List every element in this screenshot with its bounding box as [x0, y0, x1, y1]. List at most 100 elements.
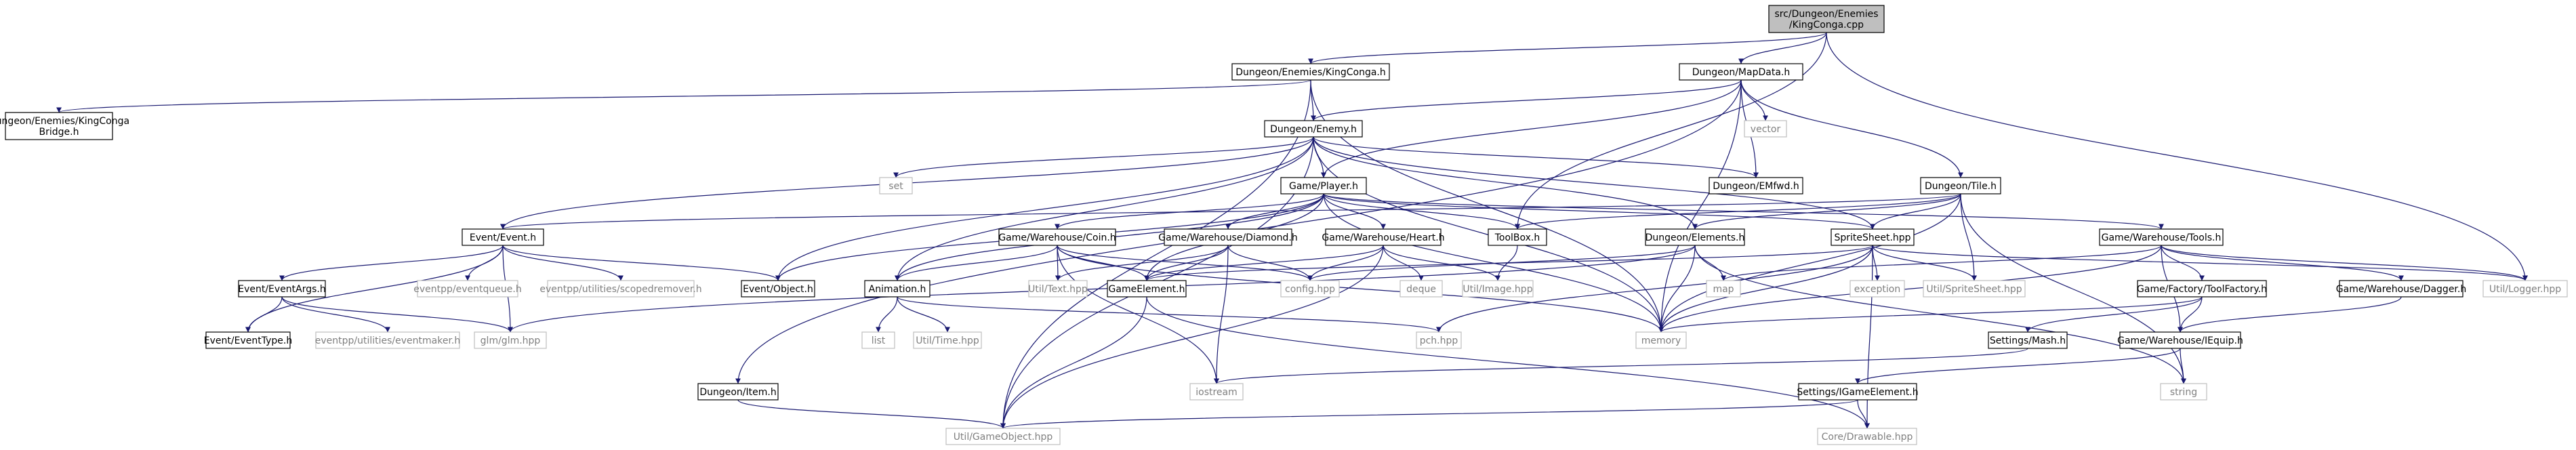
node-game-warehouse-diamond-h[interactable]: Game/Warehouse/Diamond.h: [1158, 228, 1298, 246]
edge-tile-to-string: [1960, 193, 2186, 384]
node-box: [417, 280, 518, 298]
edge-elements-to-map: [1694, 245, 1726, 281]
node-dungeon-enemies-kingconga-h[interactable]: Dungeon/Enemies/KingConga.h: [1231, 63, 1390, 81]
edge-path: [1323, 193, 1875, 230]
node-dungeon-mapdata-h[interactable]: Dungeon/MapData.h: [1679, 63, 1803, 81]
edge-path: [508, 245, 1696, 333]
edge-eventargs-to-eventtype: [245, 296, 283, 333]
node-box: [2339, 280, 2463, 298]
node-label: Util/Text.hpp: [1028, 284, 1088, 295]
edge-path: [1313, 136, 1698, 230]
edge-eventargs-to-glm: [281, 296, 513, 333]
node-string: string: [2160, 383, 2207, 401]
edge-path: [1658, 79, 1742, 333]
edge-path: [1000, 399, 1858, 429]
node-dungeon-enemy-h[interactable]: Dungeon/Enemy.h: [1264, 120, 1363, 138]
node-label: eventpp/utilities/eventmaker.h: [315, 335, 461, 346]
node-game-warehouse-tools-h[interactable]: Game/Warehouse/Tools.h: [2099, 228, 2224, 246]
edge-path: [775, 136, 1314, 281]
edge-mash-to-iostream: [1214, 348, 2028, 384]
node-event-eventtype-h[interactable]: Event/EventType.h: [204, 331, 292, 349]
edge-spritesheet-to-utilsprite: [1872, 245, 1977, 281]
edge-igameelement-to-gameobject: [1000, 399, 1858, 429]
edge-path: [1323, 193, 1386, 230]
node-gameelement-h[interactable]: GameElement.h: [1107, 280, 1187, 298]
edge-tile-to-event: [500, 193, 1961, 230]
node-box: [1280, 177, 1367, 195]
edge-player-to-memory: [1323, 193, 1664, 333]
node-game-warehouse-coin-h[interactable]: Game/Warehouse/Coin.h: [998, 228, 1116, 246]
node-dungeon-elements-h[interactable]: Dungeon/Elements.h: [1645, 228, 1745, 246]
node-settings-igameelement-h[interactable]: Settings/IGameElement.h: [1797, 383, 1919, 401]
node-box: [913, 331, 982, 349]
edge-tools-to-logger: [2161, 245, 2528, 281]
node-label: Game/Factory/ToolFactory.h: [2137, 284, 2267, 295]
node-label: exception: [1854, 284, 1900, 295]
node-set: set: [879, 177, 913, 195]
node-dungeon-item-h[interactable]: Dungeon/Item.h: [697, 383, 779, 401]
node-box: [2482, 280, 2568, 298]
node-animation-h[interactable]: Animation.h: [864, 280, 931, 298]
node-dungeon-emfwd-h[interactable]: Dungeon/EMfwd.h: [1709, 177, 1803, 195]
node-game-factory-toolfactory-h[interactable]: Game/Factory/ToolFactory.h: [2137, 280, 2267, 298]
node-settings-mash-h[interactable]: Settings/Mash.h: [1988, 331, 2068, 349]
node-label: Game/Warehouse/Coin.h: [998, 232, 1116, 243]
node-game-player-h[interactable]: Game/Player.h: [1280, 177, 1367, 195]
node-label: Util/SpriteSheet.hpp: [1926, 284, 2022, 295]
node-src-dungeon-enemies-kingconga-cpp[interactable]: src/Dungeon/Enemies/KingConga.cpp: [1768, 5, 1885, 33]
node-game-warehouse-heart-h[interactable]: Game/Warehouse/Heart.h: [1322, 228, 1445, 246]
edge-animation-to-pch: [897, 296, 1442, 333]
edge-diamond-to-gameelement: [1144, 245, 1229, 281]
node-event-event-h[interactable]: Event/Event.h: [462, 228, 544, 246]
node-label: Event/Object.h: [743, 284, 813, 295]
node-core-drawable-hpp: Core/Drawable.hpp: [1817, 428, 1917, 445]
node-eventpp-utilities-scopedremover-h: eventpp/utilities/scopedremover.h: [539, 280, 702, 298]
node-game-warehouse-dagger-h[interactable]: Game/Warehouse/Dagger.h: [2336, 280, 2466, 298]
node-spritesheet-hpp[interactable]: SpriteSheet.hpp: [1831, 228, 1915, 246]
node-box: [879, 177, 913, 195]
node-box: [1264, 120, 1363, 138]
node-label: Event/EventType.h: [204, 335, 292, 346]
node-box: [1280, 280, 1340, 298]
node-label: /KingConga.cpp: [1789, 20, 1864, 30]
node-util-gameobject-hpp: Util/GameObject.hpp: [945, 428, 1061, 445]
edge-path: [245, 296, 283, 333]
node-box: [1635, 331, 1687, 349]
edge-enemy-to-set: [893, 136, 1314, 178]
edge-path: [1960, 193, 1977, 281]
edge-root-to-toolbox: [1515, 32, 1827, 230]
node-box: [998, 228, 1116, 246]
edge-path: [1000, 296, 1147, 429]
edge-equip-to-igameelement: [1855, 348, 2181, 384]
edge-path: [1658, 193, 1961, 333]
edge-enemy-to-animation: [895, 136, 1314, 281]
node-label: Util/Image.hpp: [1463, 284, 1532, 295]
edge-elements-to-memory: [1658, 245, 1696, 333]
node-box: [697, 383, 779, 401]
edge-tools-to-dagger: [2161, 245, 2404, 281]
edge-path: [1313, 136, 1875, 230]
edge-path: [1960, 193, 2186, 384]
node-box: [1399, 280, 1443, 298]
node-label: iostream: [1195, 387, 1238, 398]
edge-path: [893, 136, 1314, 178]
node-box: [2137, 280, 2267, 298]
edge-path: [1738, 32, 1827, 64]
node-event-eventargs-h[interactable]: Event/EventArgs.h: [238, 280, 326, 298]
node-box: [2160, 383, 2207, 401]
node-dungeon-tile-h[interactable]: Dungeon/Tile.h: [1920, 177, 2001, 195]
edge-path: [1692, 193, 1961, 230]
node-box: [1325, 228, 1442, 246]
node-label: Core/Drawable.hpp: [1822, 432, 1913, 443]
node-event-object-h[interactable]: Event/Object.h: [741, 280, 815, 298]
node-label: SpriteSheet.hpp: [1834, 232, 1910, 243]
node-box: [1416, 331, 1462, 349]
edge-item-to-gameobject: [737, 399, 1006, 429]
node-game-warehouse-iequip-h[interactable]: Game/Warehouse/IEquip.h: [2117, 331, 2243, 349]
node-toolbox-h[interactable]: ToolBox.h: [1488, 228, 1547, 246]
edge-path: [1313, 136, 1759, 178]
edge-path: [1721, 245, 2162, 281]
edge-equip-to-string: [2180, 348, 2186, 384]
edge-igameelement-to-drawable: [1857, 399, 1870, 429]
